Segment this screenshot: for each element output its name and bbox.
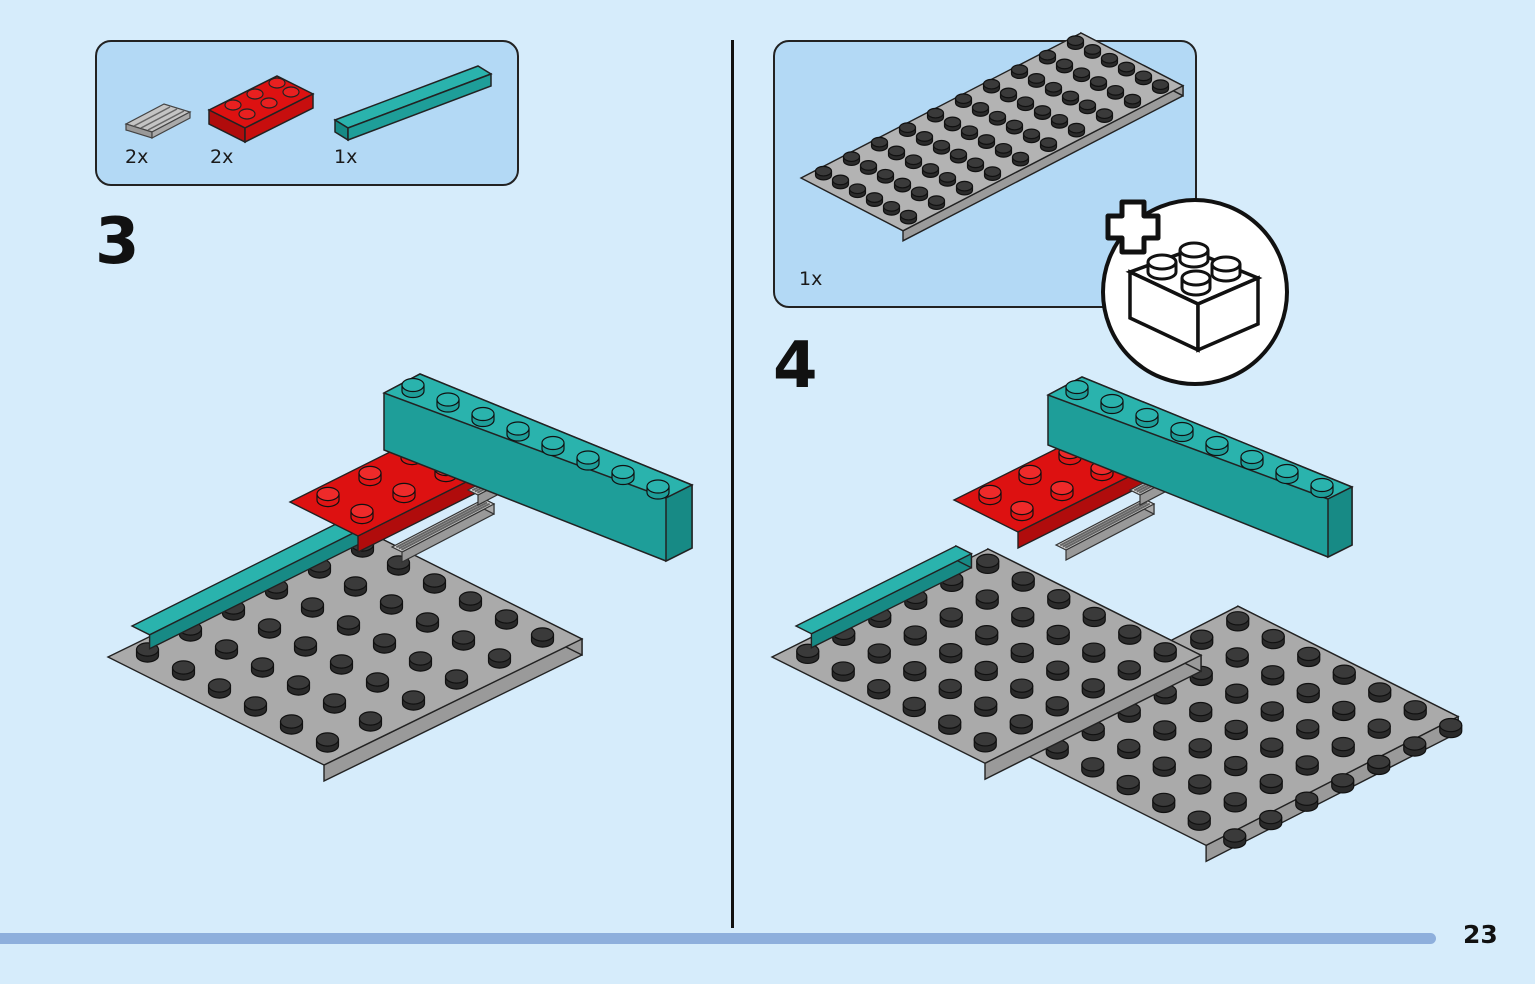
page-number: 23 — [1463, 920, 1498, 949]
add-brick-badge-icon — [1101, 198, 1289, 386]
step-number-3: 3 — [95, 205, 140, 279]
part-qty-tile-grille: 2x — [125, 146, 149, 168]
teal-tile-long-icon — [333, 65, 493, 142]
parts-callout-step-3: 2x 2x 1x — [95, 40, 519, 186]
red-plate-2x3-icon — [207, 75, 315, 144]
part-qty-gray-plate: 1x — [799, 268, 823, 290]
step-number-4: 4 — [773, 329, 818, 403]
progress-bar — [0, 933, 1436, 944]
gray-plate-6x10-icon — [799, 31, 1185, 242]
part-qty-red-plate: 2x — [210, 146, 234, 168]
step-divider — [731, 40, 734, 928]
part-qty-teal-tile: 1x — [334, 146, 358, 168]
tile-grille-icon — [124, 103, 192, 139]
